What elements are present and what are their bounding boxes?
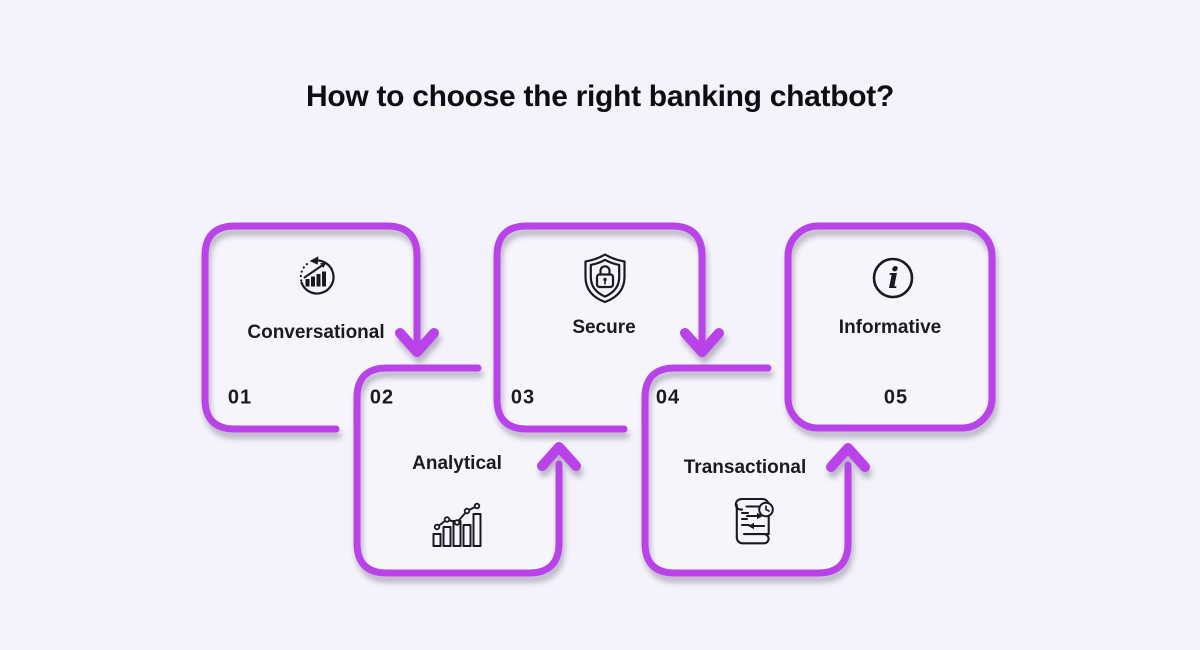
step-box-informative: i Informative 05 [788,226,992,428]
step-2-outline [353,364,563,577]
step-label: Analytical [412,453,502,474]
step-box-transactional: 04 Transactional [645,368,848,573]
step-number: 05 [883,386,909,409]
step-label: Transactional [683,457,807,478]
step-box-analytical: 02 Analytical [357,368,559,573]
step-box-conversational: Conversational 01 [205,226,417,429]
step-3-outline [493,222,706,433]
step-label: Secure [572,317,636,338]
step-label: Conversational [247,322,385,343]
step-number: 03 [510,386,536,409]
step-number: 01 [227,386,253,409]
arrow-2-to-3-icon [537,442,581,471]
step-number: 04 [655,386,681,409]
arrow-3-to-4-icon [680,328,724,357]
growth-trend-circle-icon [299,256,335,295]
step-4-outline [641,364,852,577]
info-circle-icon: i [872,257,914,299]
step-label: Informative [838,317,942,338]
arrow-4-to-5-icon [826,443,870,472]
step-box-secure: Secure 03 [497,226,702,429]
shield-lock-icon [584,253,626,304]
arrow-1-to-2-icon [395,328,439,357]
page-title: How to choose the right banking chatbot? [306,80,894,113]
svg-text:i: i [888,261,899,295]
transaction-receipt-icon [734,497,774,545]
step-number: 02 [369,386,395,409]
step-1-outline [201,222,421,433]
step-5-outline [784,222,996,432]
bar-chart-trend-icon [432,502,482,547]
